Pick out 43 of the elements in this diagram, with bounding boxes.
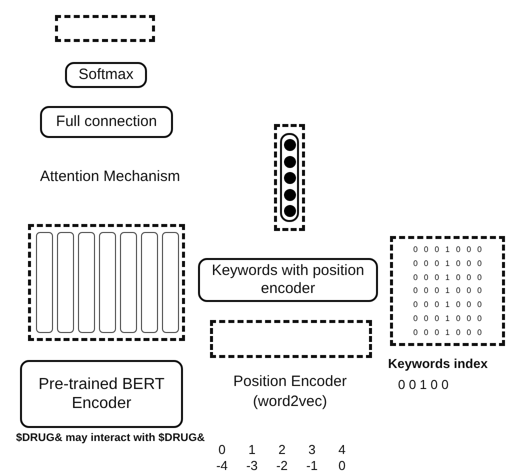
matrix-row: 0 0 0 1 0 0 0 [413,300,482,310]
table-cell-text: 1 [247,441,257,459]
table-cell-text: 0 [217,441,227,459]
matrix-row: 0 0 0 1 0 0 0 [413,272,482,282]
process-box: Full connection [40,106,173,138]
table-cell-text: -1 [305,457,319,475]
caption: Position Encoder (word2vec) [232,372,348,412]
matrix-box [390,236,505,346]
dot [284,156,296,168]
vector-bar [280,133,299,222]
table-cell-text: -2 [275,457,289,475]
process-box: Keywords with position encoder [198,258,378,302]
dot [284,139,296,151]
heading-text: Keywords index [388,356,488,371]
matrix-row: 0 0 0 1 0 0 0 [413,259,482,268]
dashed-box [210,320,372,358]
vector-bar [78,232,95,333]
process-box: Pre-trained BERT Encoder [20,360,183,428]
vector-bar [141,232,158,333]
matrix-row: 0 0 0 1 0 0 0 [413,328,482,337]
vector-bar [36,232,53,333]
matrix-row: 0 0 0 1 0 0 0 [413,245,482,254]
process-box: Softmax [65,62,147,88]
dot [284,172,296,184]
vector-bar [57,232,74,333]
heading-text: Attention Mechanism [40,168,180,185]
matrix-row: 0 0 0 1 0 0 0 [413,314,482,323]
dashed-box [274,124,305,231]
table-cell-text: 2 [277,441,287,459]
table-cell-text: 3 [307,441,317,459]
dot [284,205,296,217]
dashed-box [28,224,185,341]
vector-bar [99,232,116,333]
table-cell-text: 4 [337,441,347,459]
table-cell-text: -3 [245,457,259,475]
vector-text: 0 0 1 0 0 [398,377,449,392]
table-cell-text: 0 [337,457,347,475]
dashed-box [55,15,155,42]
matrix-row: 0 0 0 1 0 0 0 [413,286,482,296]
dot [284,188,296,200]
vector-bar [162,232,179,333]
table-cell-text: -4 [215,457,229,475]
vector-bar [120,232,137,333]
